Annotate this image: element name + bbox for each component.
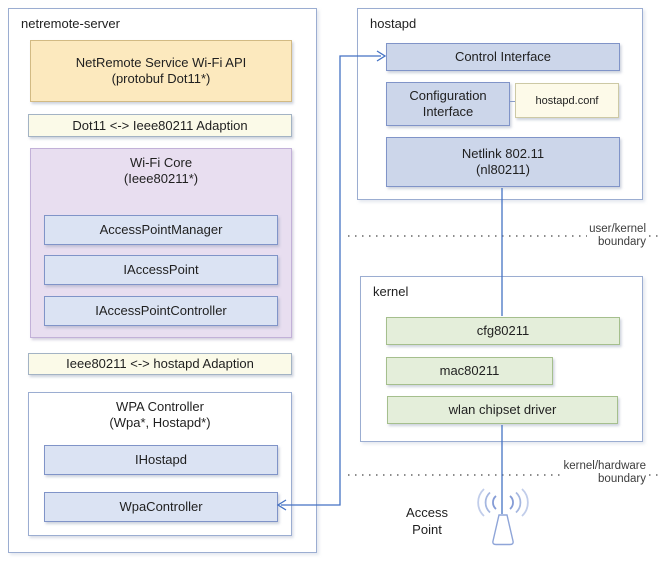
access-point-label-line2: Point — [412, 522, 442, 537]
user-kernel-label-line2: boundary — [598, 236, 646, 248]
hostapd-conf-box: hostapd.conf — [515, 83, 619, 118]
hostapd-title: hostapd — [370, 16, 417, 31]
wifi-arc-right-1 — [509, 495, 514, 510]
wpa-controller-group: WPA Controller (Wpa*, Hostapd*) IHostapd… — [28, 392, 292, 536]
dot11-ieee80211-adaption-bar: Dot11 <-> Ieee80211 Adaption — [28, 114, 292, 137]
user-kernel-boundary-label: user/kernel boundary — [587, 223, 648, 249]
api-box-line1: NetRemote Service Wi-Fi API — [75, 55, 247, 70]
netremote-service-wifi-api-box: NetRemote Service Wi-Fi API (protobuf Do… — [30, 40, 292, 102]
netlink-line2: (nl80211) — [476, 162, 530, 177]
netlink-box: Netlink 802.11 (nl80211) — [386, 137, 620, 187]
access-point-label-line1: Access — [406, 505, 448, 520]
ieee80211-hostapd-adaption-bar: Ieee80211 <-> hostapd Adaption — [28, 353, 292, 375]
config-file-connector-line — [510, 101, 516, 102]
configuration-interface-line2: Interface — [422, 104, 474, 119]
netremote-server-title: netremote-server — [21, 16, 120, 31]
access-point-label: Access Point — [392, 504, 462, 538]
api-box-line2: (protobuf Dot11*) — [111, 71, 211, 86]
wifi-arc-left-3 — [477, 488, 485, 517]
wlan-chipset-driver-box: wlan chipset driver — [387, 396, 618, 424]
mac80211-box: mac80211 — [386, 357, 553, 385]
wpa-controller-title-line2: (Wpa*, Hostapd*) — [109, 415, 211, 430]
wifi-core-title: Wi-Fi Core (Ieee80211*) — [31, 155, 291, 187]
ihostapd-box: IHostapd — [44, 445, 278, 475]
wpacontroller-box: WpaController — [44, 492, 278, 522]
configuration-interface-box: Configuration Interface — [386, 82, 510, 126]
iaccesspointcontroller-box: IAccessPointController — [44, 296, 278, 326]
user-kernel-boundary-line — [348, 235, 658, 237]
antenna-mast — [492, 514, 514, 546]
kernel-hardware-label-line2: boundary — [598, 473, 646, 485]
wifi-arc-right-2 — [515, 491, 522, 514]
wifi-core-title-line1: Wi-Fi Core — [129, 155, 193, 170]
wpa-controller-title-line1: WPA Controller — [116, 399, 204, 414]
control-interface-box: Control Interface — [386, 43, 620, 71]
wifi-core-group: Wi-Fi Core (Ieee80211*) AccessPointManag… — [30, 148, 292, 338]
wifi-arc-left-1 — [492, 495, 497, 510]
netlink-line1: Netlink 802.11 — [461, 146, 545, 161]
kernel-title: kernel — [373, 284, 409, 299]
configuration-interface-line1: Configuration — [409, 88, 487, 103]
wpa-controller-title: WPA Controller (Wpa*, Hostapd*) — [29, 399, 291, 431]
access-point-antenna-icon — [477, 488, 529, 546]
wifi-core-title-line2: (Ieee80211*) — [123, 171, 199, 186]
user-kernel-label-line1: user/kernel — [589, 223, 646, 235]
access-point-manager-box: AccessPointManager — [44, 215, 278, 245]
wifi-arc-right-3 — [521, 488, 529, 517]
iaccesspoint-box: IAccessPoint — [44, 255, 278, 285]
kernel-hardware-boundary-label: kernel/hardware boundary — [561, 460, 648, 486]
kernel-hardware-boundary-line — [348, 474, 658, 476]
cfg80211-box: cfg80211 — [386, 317, 620, 345]
wifi-arc-left-2 — [484, 491, 491, 514]
kernel-hardware-label-line1: kernel/hardware — [563, 460, 646, 472]
